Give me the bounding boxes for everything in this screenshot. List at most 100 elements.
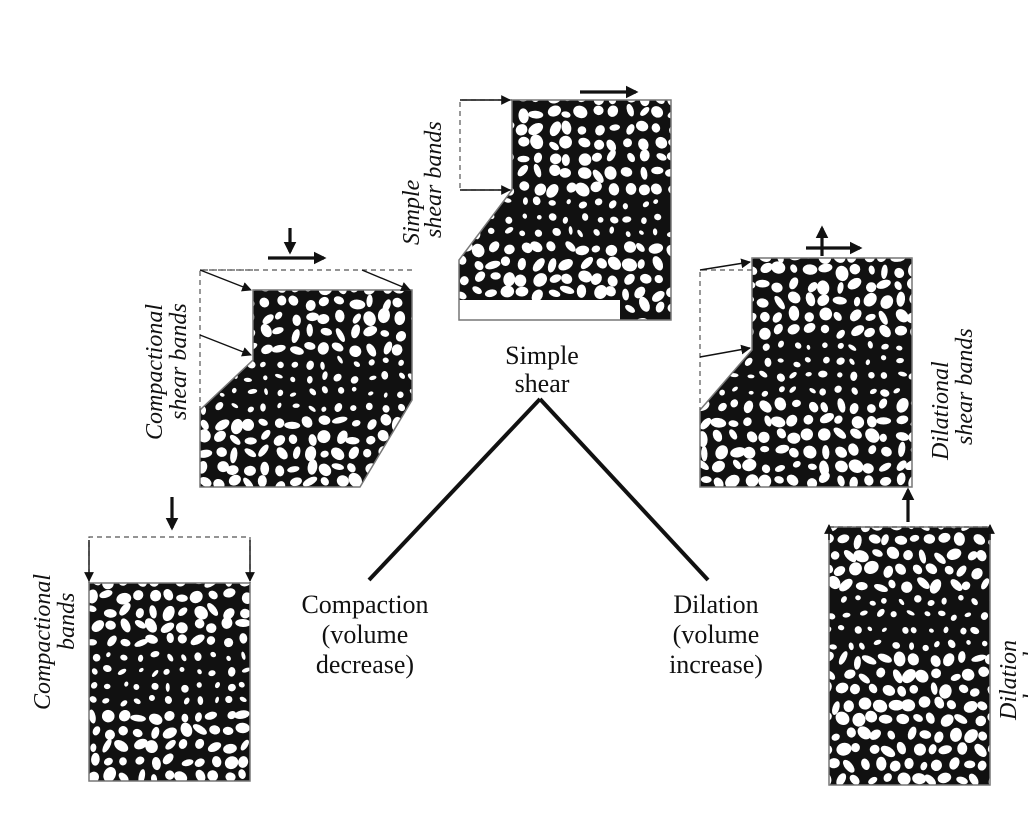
grain bbox=[179, 667, 185, 672]
grain bbox=[459, 202, 464, 208]
grain bbox=[350, 376, 359, 384]
grain bbox=[130, 714, 146, 722]
grain bbox=[134, 738, 148, 750]
grain bbox=[928, 744, 937, 755]
grain bbox=[225, 583, 233, 587]
grain bbox=[745, 474, 759, 487]
grain bbox=[471, 170, 483, 181]
simple-shear-bands-label-2: shear bands bbox=[421, 121, 447, 238]
grain bbox=[91, 752, 100, 766]
grain bbox=[622, 203, 628, 210]
grain bbox=[917, 577, 930, 590]
grain bbox=[276, 447, 288, 460]
grain bbox=[874, 583, 888, 593]
grain bbox=[868, 371, 875, 379]
grain bbox=[700, 459, 709, 470]
grain bbox=[878, 310, 888, 325]
grain bbox=[943, 653, 955, 667]
grain bbox=[873, 639, 882, 646]
grain bbox=[106, 652, 111, 658]
grain bbox=[277, 361, 284, 369]
grain bbox=[136, 583, 147, 587]
grain bbox=[771, 261, 786, 274]
grain bbox=[840, 596, 847, 603]
grain bbox=[922, 644, 929, 652]
grain bbox=[305, 300, 316, 311]
grain bbox=[230, 418, 243, 435]
grain bbox=[162, 605, 175, 622]
grain bbox=[929, 579, 942, 594]
grain bbox=[843, 700, 854, 713]
grain bbox=[829, 670, 836, 680]
grain bbox=[392, 297, 403, 308]
grain bbox=[366, 343, 377, 357]
grain bbox=[222, 726, 234, 736]
grain bbox=[967, 551, 978, 561]
grain bbox=[548, 100, 561, 104]
grain bbox=[847, 277, 862, 290]
grain bbox=[189, 590, 203, 604]
grain bbox=[368, 391, 374, 396]
grain bbox=[476, 198, 482, 204]
grain bbox=[865, 313, 876, 321]
grain bbox=[581, 213, 589, 221]
grain bbox=[194, 618, 205, 629]
grain bbox=[651, 166, 664, 175]
grain bbox=[103, 757, 113, 766]
grain bbox=[868, 445, 877, 455]
grain bbox=[625, 304, 635, 313]
grain bbox=[91, 668, 98, 675]
grain bbox=[886, 546, 900, 559]
grain bbox=[851, 742, 860, 753]
grain bbox=[396, 462, 410, 475]
grain bbox=[640, 106, 650, 116]
grain bbox=[909, 642, 915, 650]
grain bbox=[517, 155, 530, 163]
grain bbox=[178, 739, 188, 749]
grain bbox=[890, 611, 897, 618]
grain bbox=[215, 357, 223, 364]
compactional-shear-panel bbox=[199, 228, 413, 488]
grain bbox=[548, 213, 557, 221]
grain bbox=[864, 327, 875, 338]
grain bbox=[943, 626, 949, 634]
grain bbox=[872, 549, 883, 557]
grain bbox=[868, 265, 875, 275]
grain bbox=[894, 535, 908, 545]
grain bbox=[288, 434, 298, 444]
grain bbox=[120, 638, 131, 647]
grain bbox=[880, 295, 894, 309]
grain bbox=[732, 459, 742, 470]
grain bbox=[848, 642, 854, 651]
grain bbox=[321, 386, 328, 394]
grain bbox=[501, 168, 511, 178]
grain bbox=[500, 256, 511, 267]
grain bbox=[712, 258, 726, 262]
grain bbox=[829, 575, 841, 590]
grain bbox=[666, 152, 671, 161]
grain bbox=[398, 403, 406, 412]
grain bbox=[594, 284, 608, 299]
grain bbox=[351, 324, 361, 339]
grain bbox=[925, 712, 935, 724]
grain bbox=[504, 302, 517, 313]
grain bbox=[846, 727, 856, 738]
grain bbox=[238, 769, 246, 779]
grain bbox=[561, 154, 570, 166]
grain bbox=[627, 152, 636, 163]
grain bbox=[261, 344, 273, 355]
grain bbox=[671, 198, 682, 209]
grain bbox=[822, 342, 828, 348]
grain bbox=[654, 213, 662, 221]
grain bbox=[234, 710, 250, 720]
grain bbox=[910, 627, 917, 634]
grain bbox=[894, 325, 908, 336]
grain bbox=[887, 730, 896, 740]
grain bbox=[883, 565, 894, 578]
grain bbox=[963, 700, 978, 713]
grain bbox=[654, 274, 663, 284]
grain bbox=[725, 474, 740, 487]
grain bbox=[515, 301, 529, 312]
grain bbox=[881, 534, 889, 546]
grain bbox=[216, 447, 227, 457]
